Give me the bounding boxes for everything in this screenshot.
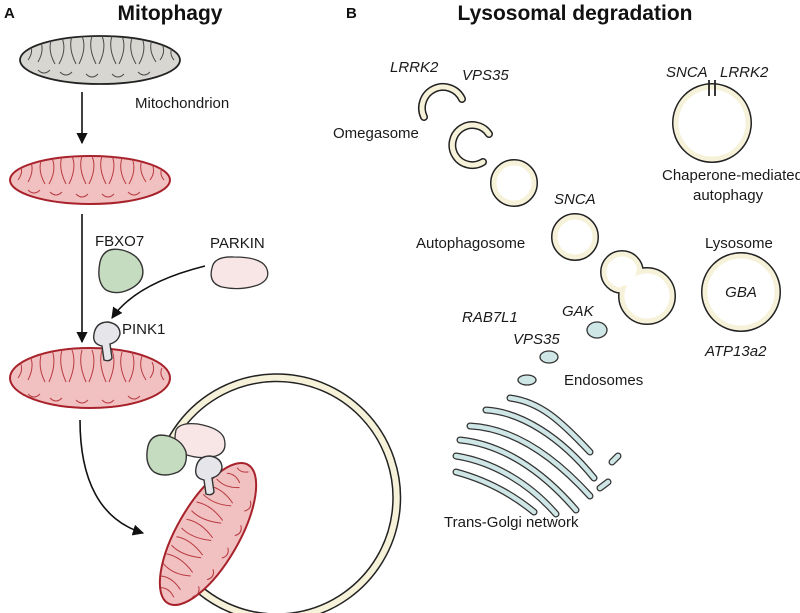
lysosome bbox=[701, 252, 781, 332]
pink1-protein bbox=[92, 321, 121, 362]
fbxo7-engulfed bbox=[146, 434, 188, 476]
omegasome-label: Omegasome bbox=[333, 125, 419, 142]
gene-gba: GBA bbox=[725, 284, 757, 301]
panel-b-title: Lysosomal degradation bbox=[458, 2, 693, 25]
fbxo7-protein bbox=[98, 248, 144, 294]
pink1-engulfed bbox=[194, 455, 223, 496]
damaged-mitochondrion bbox=[9, 155, 171, 205]
omegasome-membrane-1 bbox=[418, 83, 466, 121]
gene-lrrk2-cma: LRRK2 bbox=[720, 64, 769, 81]
gene-gak: GAK bbox=[562, 303, 595, 320]
forming-autophagosome bbox=[490, 159, 538, 207]
gene-snca-cma: SNCA bbox=[666, 64, 708, 81]
lysosome-label: Lysosome bbox=[705, 235, 773, 252]
cma-label-line2: autophagy bbox=[693, 187, 764, 204]
gene-atp13a2: ATP13a2 bbox=[704, 343, 767, 360]
healthy-mitochondrion bbox=[19, 35, 181, 85]
parkin-label: PARKIN bbox=[210, 235, 265, 252]
pink1-label: PINK1 bbox=[122, 321, 165, 338]
autophagosome-label: Autophagosome bbox=[416, 235, 525, 252]
cma-label-line1: Chaperone-mediated bbox=[662, 167, 800, 184]
gene-vps35-omegasome: VPS35 bbox=[462, 67, 509, 84]
arrow-parkin-to-pink1 bbox=[111, 265, 206, 319]
trans-golgi-label: Trans-Golgi network bbox=[444, 514, 579, 531]
panel-a-letter: A bbox=[4, 5, 15, 22]
gene-lrrk2-omegasome: LRRK2 bbox=[390, 59, 439, 76]
fbxo7-label: FBXO7 bbox=[95, 233, 144, 250]
cma-lysosome bbox=[672, 83, 752, 163]
mitochondrion-label: Mitochondrion bbox=[135, 95, 229, 112]
panel-b-letter: B bbox=[346, 5, 357, 22]
arrow-to-engulfed bbox=[79, 419, 145, 536]
endosome-vesicle bbox=[539, 350, 559, 364]
gene-vps35-endosome: VPS35 bbox=[513, 331, 560, 348]
parkin-protein bbox=[210, 256, 269, 290]
pink1-mitochondrion bbox=[9, 347, 171, 409]
engulfed-mitochondrion bbox=[158, 462, 258, 606]
endosomes-label: Endosomes bbox=[564, 372, 643, 389]
trans-golgi-network bbox=[452, 394, 622, 518]
autolysosome-fusion bbox=[600, 250, 676, 325]
gene-snca-autophagosome: SNCA bbox=[554, 191, 596, 208]
omegasome-membrane-2 bbox=[448, 121, 493, 170]
autophagosome bbox=[551, 213, 599, 261]
panel-a-title: Mitophagy bbox=[118, 2, 223, 25]
gene-rab7l1: RAB7L1 bbox=[462, 309, 518, 326]
endosome-vesicle bbox=[517, 374, 537, 386]
endosome-vesicle bbox=[586, 321, 608, 339]
